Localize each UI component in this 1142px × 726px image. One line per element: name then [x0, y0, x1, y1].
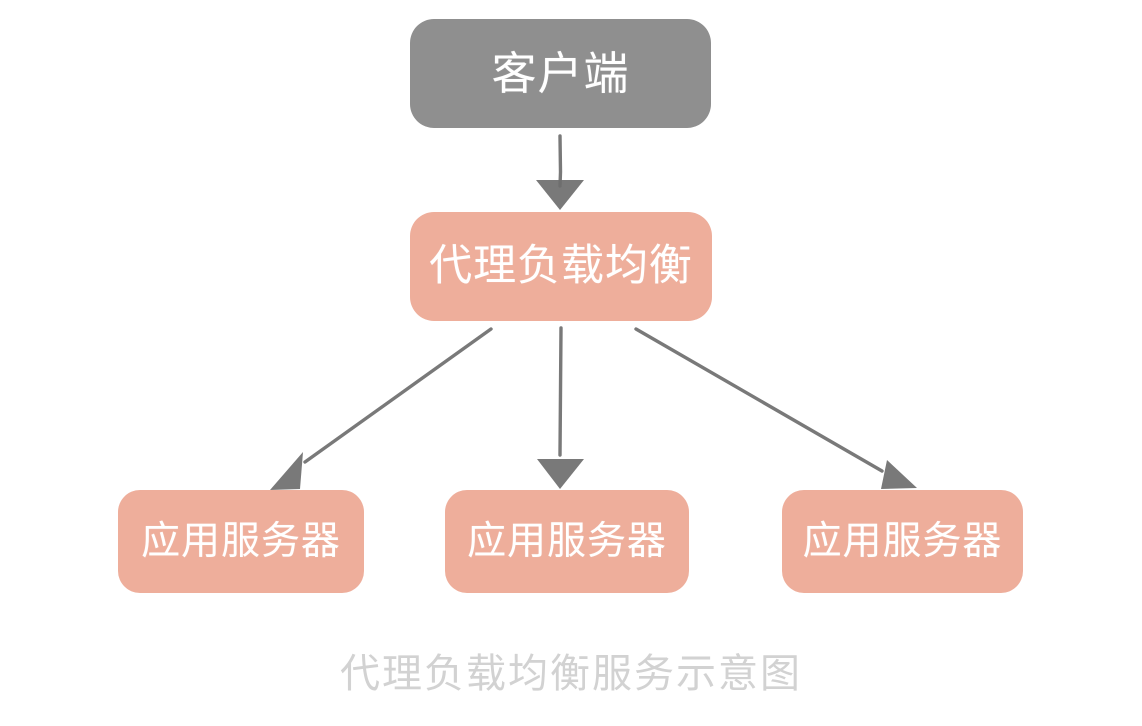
- node-client-label: 客户端: [491, 47, 630, 100]
- node-proxy-label: 代理负载均衡: [429, 241, 693, 291]
- edge-proxy-to-app-1: [270, 327, 493, 490]
- edge-proxy-to-app-3: [634, 327, 917, 489]
- node-app-server-2-label: 应用服务器: [467, 519, 667, 564]
- node-client[interactable]: 客户端: [410, 19, 711, 128]
- node-app-server-1[interactable]: 应用服务器: [118, 490, 364, 593]
- node-proxy-load-balancer[interactable]: 代理负载均衡: [410, 212, 712, 321]
- node-app-server-3[interactable]: 应用服务器: [782, 490, 1023, 593]
- edge-client-to-proxy: [536, 134, 584, 210]
- node-app-server-1-label: 应用服务器: [141, 519, 341, 564]
- edge-proxy-to-app-2: [537, 326, 584, 489]
- figure-caption: 代理负载均衡服务示意图: [340, 651, 802, 697]
- node-app-server-3-label: 应用服务器: [802, 519, 1003, 564]
- node-app-server-2[interactable]: 应用服务器: [445, 490, 689, 593]
